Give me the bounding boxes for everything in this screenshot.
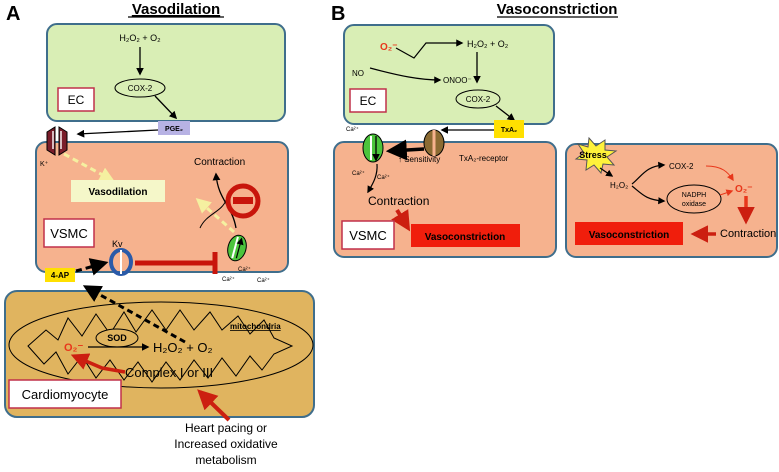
cardiomyocyte-label-box	[8, 379, 122, 409]
heart-pacing-line1: Heart pacing or	[185, 421, 267, 435]
ec-h2o2-a: H₂O₂ + O₂	[119, 33, 161, 43]
arrow-ca-contraction-b	[367, 163, 378, 194]
dashed-arrow-k-vasodilation	[63, 152, 115, 182]
panel-b-title: Vasoconstriction	[497, 1, 618, 18]
o2-radical-a: O₂⁻	[64, 342, 83, 354]
contraction-label-right: Contraction	[720, 228, 776, 240]
ca-label-b-mid2: Ca²⁺	[377, 174, 390, 181]
onoo-label: ONOO⁻	[443, 76, 472, 85]
arrow-cox2-txa2	[495, 105, 516, 121]
arrow-o2-h2o2-b	[395, 39, 464, 59]
sod-label: SOD	[107, 333, 127, 343]
kplus-label: K⁺	[40, 161, 49, 168]
ec-label-box-b	[349, 88, 387, 113]
dashed-arrow-h2o2-4ap	[82, 285, 186, 344]
vsmc-label-box-b	[341, 220, 395, 250]
pge2-label: PGE₂	[165, 126, 183, 133]
nadph-label-line2: oxidase	[682, 201, 706, 208]
vsmc-box-a	[35, 141, 289, 273]
cox2-label-a: COX-2	[128, 84, 153, 93]
arrow-cox2-pge2	[154, 95, 178, 120]
h2o2-label-right: H₂O₂	[610, 181, 628, 190]
ec-label-b: EC	[360, 94, 377, 108]
txa2-label: TxA₂	[501, 127, 517, 134]
vsmc-label-a: VSMC	[50, 226, 88, 241]
cox2-label-right: COX-2	[669, 162, 694, 171]
arrow-complex-o2	[70, 353, 126, 374]
four-ap-tag	[45, 268, 75, 282]
ec-label-a: EC	[68, 93, 85, 107]
cox2-ellipse-b	[455, 89, 501, 109]
ec-h2o2-b: H₂O₂ + O₂	[467, 39, 509, 49]
no-entry-icon	[225, 183, 261, 219]
arrow-stress-h2o2	[599, 167, 614, 177]
arrow-contraction-vasoconstriction	[391, 208, 411, 232]
vasoconstriction-tag-b	[411, 224, 520, 247]
vasodilation-label: Vasodilation	[89, 187, 148, 198]
sensitivity-label: ↑ Sensitivity	[398, 155, 440, 164]
arrow-h2o2-cox2-right	[631, 161, 666, 185]
vsmc-label-b: VSMC	[349, 228, 387, 243]
panel-a-title: Vasodilation	[132, 1, 220, 18]
mitochondria-label: mitochondria	[230, 322, 281, 331]
arrow-nadph-o2-right	[719, 189, 734, 197]
txa2-tag	[494, 120, 524, 138]
ca-label-a3: Ca²⁺	[257, 277, 270, 284]
panel-a-letter: A	[6, 3, 20, 25]
ec-label-box-a	[57, 87, 95, 112]
four-ap-label: 4-AP	[51, 271, 70, 280]
txa2-receptor-label: TxA₂-receptor	[459, 154, 509, 163]
contraction-label-a: Contraction	[194, 157, 245, 168]
dashed-arrow-4ap-kv	[75, 258, 109, 276]
nadph-ellipse	[666, 184, 722, 214]
mito-h2o2-label: H₂O₂ + O₂	[153, 340, 213, 355]
ca-label-b-top: Ca²⁺	[346, 126, 359, 133]
contraction-label-b: Contraction	[368, 194, 429, 208]
vasoconstriction-label-b: Vasoconstriction	[425, 232, 506, 243]
dashed-arrow-ca-vasodilation	[195, 198, 235, 234]
vasodilation-tag	[71, 180, 165, 202]
panel-b: B Vasoconstriction O₂⁻ H₂O₂ + O₂ NO ONOO…	[331, 1, 778, 258]
mitochondria-cristae	[27, 309, 294, 383]
arrow-no-onoo	[369, 67, 442, 84]
arrow-heart-pacing	[197, 389, 231, 422]
o2-radical-b: O₂⁻	[380, 42, 398, 53]
vsmc-label-box-a	[43, 218, 95, 248]
cox2-label-b: COX-2	[466, 95, 491, 104]
nadph-label-line1: NADPH	[682, 192, 707, 199]
heart-pacing-line2: Increased oxidative	[174, 437, 278, 451]
cox2-ellipse-a	[114, 78, 166, 98]
ca-influx-curve-a	[199, 199, 227, 229]
vasoconstriction-label-right: Vasoconstriction	[589, 230, 670, 241]
kv-label: Kv	[112, 239, 123, 249]
cardiomyocyte-label: Cardiomyocyte	[22, 387, 109, 402]
no-label: NO	[352, 69, 364, 78]
ca-label-b-mid1: Ca²⁺	[352, 170, 365, 177]
arrow-h2o2-nadph	[631, 185, 666, 205]
txa2-receptor-icon	[423, 129, 445, 157]
ca-label-a2: Ca²⁺	[222, 276, 235, 283]
panel-b-letter: B	[331, 3, 345, 25]
kv-channel-icon	[109, 248, 133, 276]
stress-burst-icon	[574, 136, 618, 175]
panel-a: A Vasodilation H₂O₂ + O₂ COX-2 EC PGE₂ K…	[4, 1, 315, 467]
vasoconstriction-tag-right	[575, 222, 683, 245]
ca-label-a1: Ca²⁺	[238, 266, 251, 273]
pge2-tag	[158, 121, 190, 135]
ca-channel-icon-b	[362, 133, 384, 163]
arrow-pge2-k-channel	[76, 129, 159, 138]
heart-pacing-line3: metabolism	[195, 453, 256, 467]
arrow-receptor-ca-channel	[385, 139, 425, 161]
arrow-cox2-o2-right	[705, 165, 734, 182]
mitochondria-ellipse	[8, 301, 314, 389]
stress-label: Stress	[579, 150, 607, 160]
ca-channel-icon-a	[227, 234, 247, 262]
complex-label: Complex I or III	[125, 365, 213, 380]
o2-radical-right: O₂⁻	[735, 184, 753, 195]
ec-box-b	[343, 24, 555, 125]
k-channel-icon	[46, 126, 68, 156]
